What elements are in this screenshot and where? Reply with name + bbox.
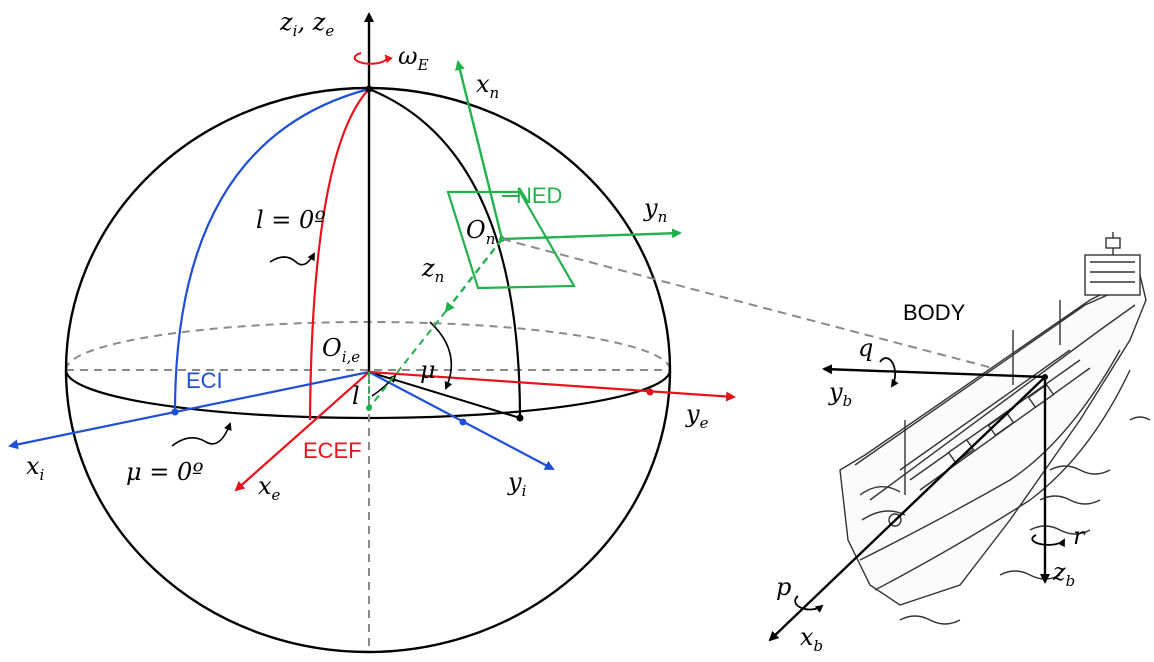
p-rotation-arrow <box>794 595 824 613</box>
q-label: q <box>858 334 873 362</box>
z-axis-group: zi, ze ωE <box>279 8 429 372</box>
r-rotation-arrow <box>1031 534 1065 548</box>
yb-label: yb <box>828 378 852 410</box>
yn-axis <box>501 228 682 241</box>
xe-label: xe <box>258 472 281 504</box>
p-label: p <box>776 573 791 601</box>
xn-label: xn <box>476 70 499 102</box>
ship-bridge <box>1084 254 1141 296</box>
zi-ze-label: zi, ze <box>279 8 334 40</box>
ecef-label: ECEF <box>303 438 362 463</box>
l-label: l <box>352 382 360 410</box>
ye-axis <box>368 370 736 402</box>
mu0-pointer <box>171 422 232 447</box>
ned-label: NED <box>516 183 562 208</box>
mu0-label: μ = 0º <box>126 458 204 486</box>
ned-equator-dot <box>516 414 524 422</box>
ye-label: ye <box>685 400 709 432</box>
body-label: BODY <box>903 300 966 325</box>
xe-axis <box>234 371 370 492</box>
ned-to-center <box>368 310 447 409</box>
meridian-ned <box>368 87 522 419</box>
eci-label: ECI <box>186 368 223 393</box>
inertial-axes: xi yi xe ye ECI ECEF Oi,e <box>8 334 736 504</box>
ned-to-body-link <box>501 238 1001 371</box>
ned-tangent-plane <box>446 190 576 290</box>
r-label: r <box>1073 522 1086 550</box>
zb-label: zb <box>1052 558 1075 590</box>
yi-axis <box>368 371 555 470</box>
oie-label: Oi,e <box>322 334 360 366</box>
xn-axis <box>455 60 504 240</box>
meridian-eci <box>173 87 370 413</box>
omega-rotation-arrow <box>353 52 393 65</box>
meridian-ecef <box>308 88 370 421</box>
xb-axis <box>768 376 1046 642</box>
q-rotation-arrow <box>879 357 899 388</box>
body-origin <box>1042 374 1048 380</box>
l0-label: l = 0º <box>256 206 326 234</box>
xb-label: xb <box>800 623 823 655</box>
mu-arc <box>429 321 453 390</box>
l0-pointer <box>269 252 315 266</box>
yi-label: yi <box>507 468 527 500</box>
ship-illustration <box>839 232 1151 625</box>
zn-axis <box>444 238 503 313</box>
ship-waves <box>899 416 1151 625</box>
ned-frame: NED xn yn zn On <box>368 60 1001 409</box>
zn-label: zn <box>421 254 444 286</box>
xi-axis <box>8 370 370 450</box>
on-label: On <box>466 216 495 248</box>
mu-label: μ <box>420 356 436 384</box>
yn-label: yn <box>643 194 667 226</box>
omega-label: ωE <box>398 42 429 74</box>
yb-axis <box>822 364 1046 379</box>
body-frame: BODY q yb r zb p xb <box>768 300 1086 655</box>
xi-label: xi <box>26 452 45 484</box>
ship-waterline <box>859 349 1121 561</box>
earth-sphere <box>64 85 672 654</box>
ship-hull <box>839 273 1147 606</box>
